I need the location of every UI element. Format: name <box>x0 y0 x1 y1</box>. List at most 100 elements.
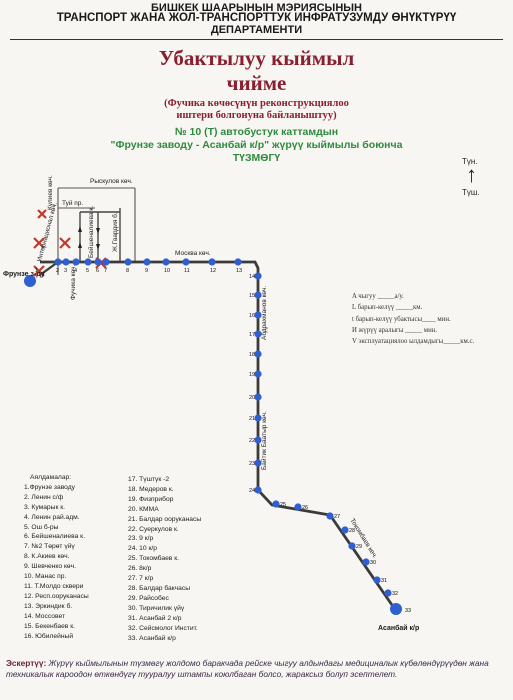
arrow-down-icon <box>96 244 100 250</box>
subtitle-line-2: иштери болгонуна байланыштуу) <box>176 110 337 121</box>
street-label-tuy: Туй пр. <box>62 199 83 207</box>
compass-arrow-icon: ↑ <box>466 162 477 187</box>
stop-number-31: 31 <box>381 578 387 584</box>
stop-number-30: 30 <box>370 560 376 566</box>
legend-stop-9: 9. Шевченко көч. <box>24 563 76 571</box>
legend-stop-11: 27. 7 к/р <box>128 575 154 583</box>
legend-stop-15: 31. Асанбай 2 к/р <box>128 614 182 622</box>
legend-stop-3: 3. Кумарык к. <box>24 503 66 511</box>
stop-marker-13 <box>234 258 242 266</box>
legend-stop-13: 13. Эркиндик б. <box>24 602 73 610</box>
legend-stop-14: 14. Моссовет <box>24 612 66 620</box>
stat-speed: V эксплуатациялоо ылдамдыгы_____км.с. <box>352 338 475 345</box>
legend-stop-10: 26. 8к/р <box>128 565 152 573</box>
stop-number-13: 13 <box>236 268 242 274</box>
stop-marker-4 <box>72 258 80 266</box>
legend-stop-3: 19. Физприбор <box>128 495 174 503</box>
arrow-up-icon <box>78 226 82 232</box>
route-line-main <box>40 260 394 606</box>
legend-stop-14: 30. Тиричилик үйү <box>128 604 185 612</box>
legend-column-2: 17. Түштүк -2 18. Медеров к. 19. Физприбор… <box>128 475 201 643</box>
street-label-kulieva: Кулиев көч. <box>47 175 54 210</box>
stop-number-21: 21 <box>249 416 255 422</box>
stop-number-19: 19 <box>249 372 255 378</box>
stop-marker-25 <box>272 500 280 508</box>
legend-stop-13: 29. Райсобес <box>128 594 169 602</box>
stat-trip-time: t барып-келүү убактысы____ мин. <box>352 316 451 323</box>
legend-column-1: 1.Фрунзе заводу 2. Ленин с/ф 3. Кумарык к.… <box>24 483 89 642</box>
route-line-3: ТҮЗМӨГҮ <box>232 152 281 164</box>
stop-marker-15 <box>254 291 262 299</box>
stop-marker-24 <box>254 486 262 494</box>
stop-marker-26 <box>294 503 302 511</box>
stop-number-17: 17 <box>249 332 255 338</box>
stop-number-16: 16 <box>249 313 255 319</box>
stop-marker-3 <box>62 258 70 266</box>
stop-number-6: 6 <box>96 268 99 274</box>
legend-stop-1: 1.Фрунзе заводу <box>24 483 75 491</box>
stop-marker-30 <box>362 558 370 566</box>
stop-number-12: 12 <box>210 268 216 274</box>
stop-number-24: 24 <box>249 488 255 494</box>
stop-marker-14 <box>254 272 262 280</box>
stop-marker-5 <box>84 258 92 266</box>
stop-marker-22 <box>254 436 262 444</box>
arrow-down-icon <box>96 228 100 234</box>
title-line-2: чийме <box>226 71 287 95</box>
stop-number-8: 8 <box>126 268 129 274</box>
stop-number-26: 26 <box>302 505 308 511</box>
stop-marker-19 <box>254 370 262 378</box>
stat-departures: A чыгуу _____а/у. <box>352 293 404 300</box>
stop-marker-9 <box>143 258 151 266</box>
stop-marker-18 <box>254 350 262 358</box>
legend-heading: Аялдамалар: <box>30 474 72 481</box>
compass: Түн. ↑ Түш. <box>462 157 480 197</box>
compass-south: Түш. <box>462 188 480 197</box>
stop-number-7: 7 <box>104 268 107 274</box>
stop-number-9: 9 <box>145 268 148 274</box>
legend-stop-2: 18. Медеров к. <box>128 485 174 493</box>
compass-north: Түн. <box>462 157 478 166</box>
footnote: Эскертүү: Жүрүү кыймылынын түзмөгү жолдо… <box>6 658 510 680</box>
stop-number-29: 29 <box>356 544 362 550</box>
stop-marker-16 <box>254 311 262 319</box>
street-label-abdrahmanov: Абдрахманов көч. <box>260 286 268 340</box>
stop-number-25: 25 <box>280 502 286 508</box>
legend-stop-8: 8. К.Акиев көч. <box>24 553 70 561</box>
stop-marker-28 <box>341 526 349 534</box>
stat-interval: И жүрүү аралыгы _____ мин. <box>352 327 438 334</box>
stop-number-11: 11 <box>184 268 190 274</box>
stop-number-5: 5 <box>86 268 89 274</box>
stops-legend-left: Аялдамалар: 1.Фрунзе заводу 2. Ленин с/ф 3… <box>24 473 89 641</box>
stop-number-23: 23 <box>249 461 255 467</box>
legend-stop-5: 21. Балдар ооруканасы <box>128 515 202 523</box>
legend-stop-5: 5. Ош б-ры <box>24 523 59 531</box>
stop-marker-10 <box>162 258 170 266</box>
stop-marker-20 <box>254 393 262 401</box>
stop-marker-27 <box>326 512 334 520</box>
legend-stop-11: 11. Т.Молдо сквери <box>24 582 84 590</box>
stop-start-marker <box>24 275 36 287</box>
street-label-baitik: Байтик Баатыр көч. <box>260 411 268 470</box>
stop-marker-23 <box>254 459 262 467</box>
stop-number-22: 22 <box>249 438 255 444</box>
legend-stop-1: 17. Түштүк -2 <box>128 476 170 483</box>
stop-number-1: 1 <box>35 268 38 274</box>
legend-stop-2: 2. Ленин с/ф <box>24 493 64 501</box>
legend-stop-6: 6. Бейшеналиева к. <box>24 533 85 541</box>
stop-number-28: 28 <box>349 528 355 534</box>
route-line-1: № 10 (Т) автобустук каттамдын <box>174 126 339 138</box>
street-label-ryskulov: Рыскулов көч. <box>90 178 133 185</box>
stop-marker-6 <box>94 258 102 266</box>
stop-marker-12 <box>208 258 216 266</box>
route-line-2: "Фрунзе заводу - Асанбай к/р" жүрүү кыйм… <box>110 139 403 151</box>
legend-stop-12: 28. Балдар бакчасы <box>128 584 191 592</box>
street-label-moskva: Москва көч. <box>175 250 211 257</box>
header-rule <box>10 39 503 40</box>
footnote-text: Жүрүү кыймылынын түзмөгү жолдомо баракча… <box>6 658 489 679</box>
subtitle-line-1: (Фучика көчөсүнүн реконструкциялоо <box>164 98 349 109</box>
stop-marker-7 <box>102 258 110 266</box>
stop-marker-8 <box>124 258 132 266</box>
